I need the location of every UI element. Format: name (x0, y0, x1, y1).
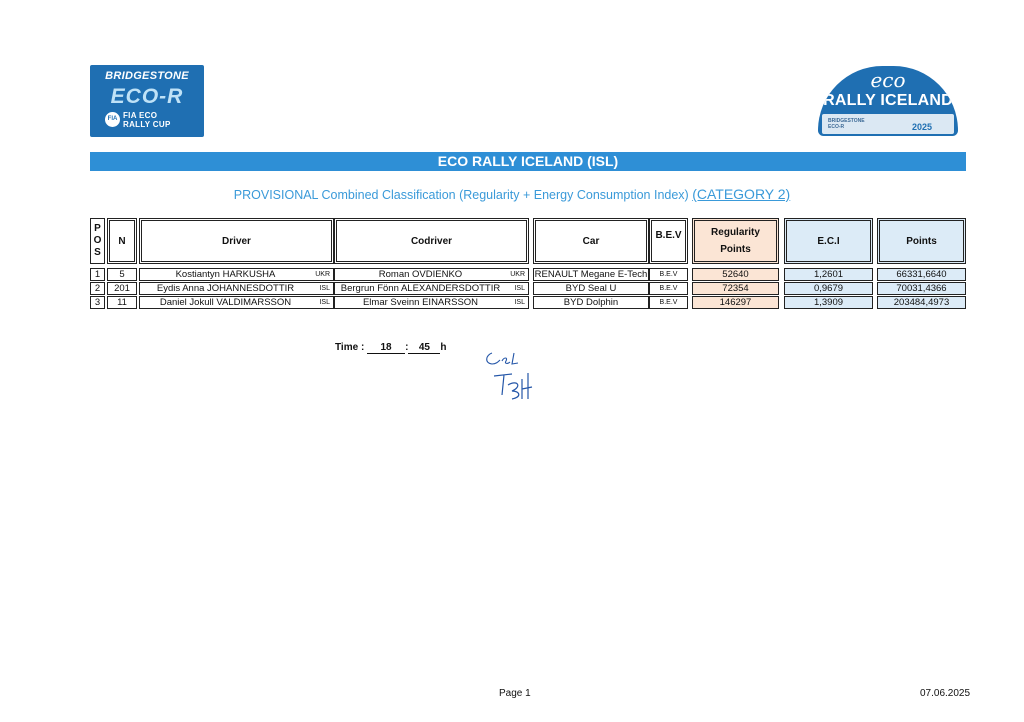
classification-subtitle: PROVISIONAL Combined Classification (Reg… (0, 186, 1024, 202)
header-regularity: Regularity Points (692, 218, 779, 264)
cell-pos: 1 (90, 268, 105, 281)
cell-driver: Kostiantyn HARKUSHA UKR (139, 268, 334, 281)
cell-bev: B.E.V (649, 282, 688, 295)
codriver-name: Bergrun Fönn ALEXANDERSDOTTIR (340, 283, 501, 294)
cell-bev: B.E.V (649, 268, 688, 281)
logo-right-footer: BRIDGESTONE ECO-R 2025 (822, 114, 954, 134)
cell-points: 70031,4366 (877, 282, 966, 295)
driver-name: Eydis Anna JOHANNESDOTTIR (156, 283, 295, 294)
logo-left-line3b: RALLY CUP (123, 120, 171, 129)
driver-nationality: ISL (319, 285, 330, 292)
cell-eci: 1,3909 (784, 296, 873, 309)
driver-nationality: UKR (315, 271, 330, 278)
header-pos-s: S (94, 247, 101, 258)
header-driver: Driver (139, 218, 334, 264)
subtitle-prefix: PROVISIONAL Combined Classification (Reg… (233, 188, 689, 202)
codriver-nationality: ISL (514, 285, 525, 292)
logo-left-line1: BRIDGESTONE (105, 70, 189, 82)
codriver-name: Elmar Sveinn EINARSSON (362, 297, 479, 308)
header-codriver: Codriver (334, 218, 529, 264)
cell-car: BYD Dolphin (533, 296, 649, 309)
header-pos-p: P (94, 223, 101, 234)
cell-car: BYD Seal U (533, 282, 649, 295)
eco-rally-iceland-logo: eco RALLY ICELAND BRIDGESTONE ECO-R 2025 (818, 66, 958, 136)
logo-left-line3a: FIA ECO (123, 111, 158, 120)
cell-regularity: 52640 (692, 268, 779, 281)
header-pos-o: O (93, 235, 102, 246)
header-n: N (107, 218, 137, 264)
logo-right-line2: RALLY ICELAND (823, 92, 953, 109)
driver-name: Kostiantyn HARKUSHA (175, 269, 276, 280)
header-regularity-line1: Regularity (711, 227, 760, 238)
event-banner: ECO RALLY ICELAND (ISL) (90, 152, 966, 171)
header-eci: E.C.I (784, 218, 873, 264)
driver-name: Daniel Jokull VALDIMARSSON (159, 297, 292, 308)
time-hour: 18 (367, 342, 406, 354)
cell-codriver: Roman OVDIENKO UKR (334, 268, 529, 281)
cell-car: RENAULT Megane E-Tech (533, 268, 649, 281)
cell-codriver: Elmar Sveinn EINARSSON ISL (334, 296, 529, 309)
logo-right-mini: BRIDGESTONE ECO-R (828, 118, 865, 130)
handwritten-signature (486, 352, 533, 400)
cell-eci: 0,9679 (784, 282, 873, 295)
subtitle-category: (CATEGORY 2) (692, 186, 791, 202)
time-label: Time : (335, 342, 365, 353)
cell-n: 11 (107, 296, 137, 309)
time-suffix: h (440, 342, 447, 353)
logo-right-mini1: BRIDGESTONE (828, 118, 865, 124)
header-regularity-line2: Points (720, 244, 751, 255)
cell-driver: Daniel Jokull VALDIMARSSON ISL (139, 296, 334, 309)
logo-left-line2: ECO-R (110, 85, 184, 108)
cell-regularity: 72354 (692, 282, 779, 295)
header-points: Points (877, 218, 966, 264)
cell-points: 203484,4973 (877, 296, 966, 309)
cell-points: 66331,6640 (877, 268, 966, 281)
cell-codriver: Bergrun Fönn ALEXANDERSDOTTIR ISL (334, 282, 529, 295)
cell-n: 5 (107, 268, 137, 281)
fia-badge: FIA (105, 112, 120, 127)
bridgestone-eco-r-logo: BRIDGESTONE ECO-R FIA FIA ECO RALLY CUP (90, 65, 204, 137)
cell-bev: B.E.V (649, 296, 688, 309)
driver-nationality: ISL (319, 299, 330, 306)
cell-pos: 3 (90, 296, 105, 309)
time-minute: 45 (408, 342, 441, 354)
cell-driver: Eydis Anna JOHANNESDOTTIR ISL (139, 282, 334, 295)
cell-pos: 2 (90, 282, 105, 295)
page-number: Page 1 (499, 688, 531, 699)
document-date: 07.06.2025 (920, 688, 971, 699)
codriver-name: Roman OVDIENKO (378, 269, 463, 280)
logo-right-year: 2025 (911, 122, 932, 132)
logo-right-line1: eco (870, 68, 906, 92)
header-bev: B.E.V (649, 218, 688, 264)
cell-regularity: 146297 (692, 296, 779, 309)
header-pos: P O S (90, 218, 105, 264)
codriver-nationality: UKR (510, 271, 525, 278)
codriver-nationality: ISL (514, 299, 525, 306)
header-car: Car (533, 218, 649, 264)
cell-n: 201 (107, 282, 137, 295)
cell-eci: 1,2601 (784, 268, 873, 281)
logo-left-line3: FIA ECO RALLY CUP (123, 111, 171, 129)
logo-right-mini2: ECO-R (828, 124, 845, 130)
